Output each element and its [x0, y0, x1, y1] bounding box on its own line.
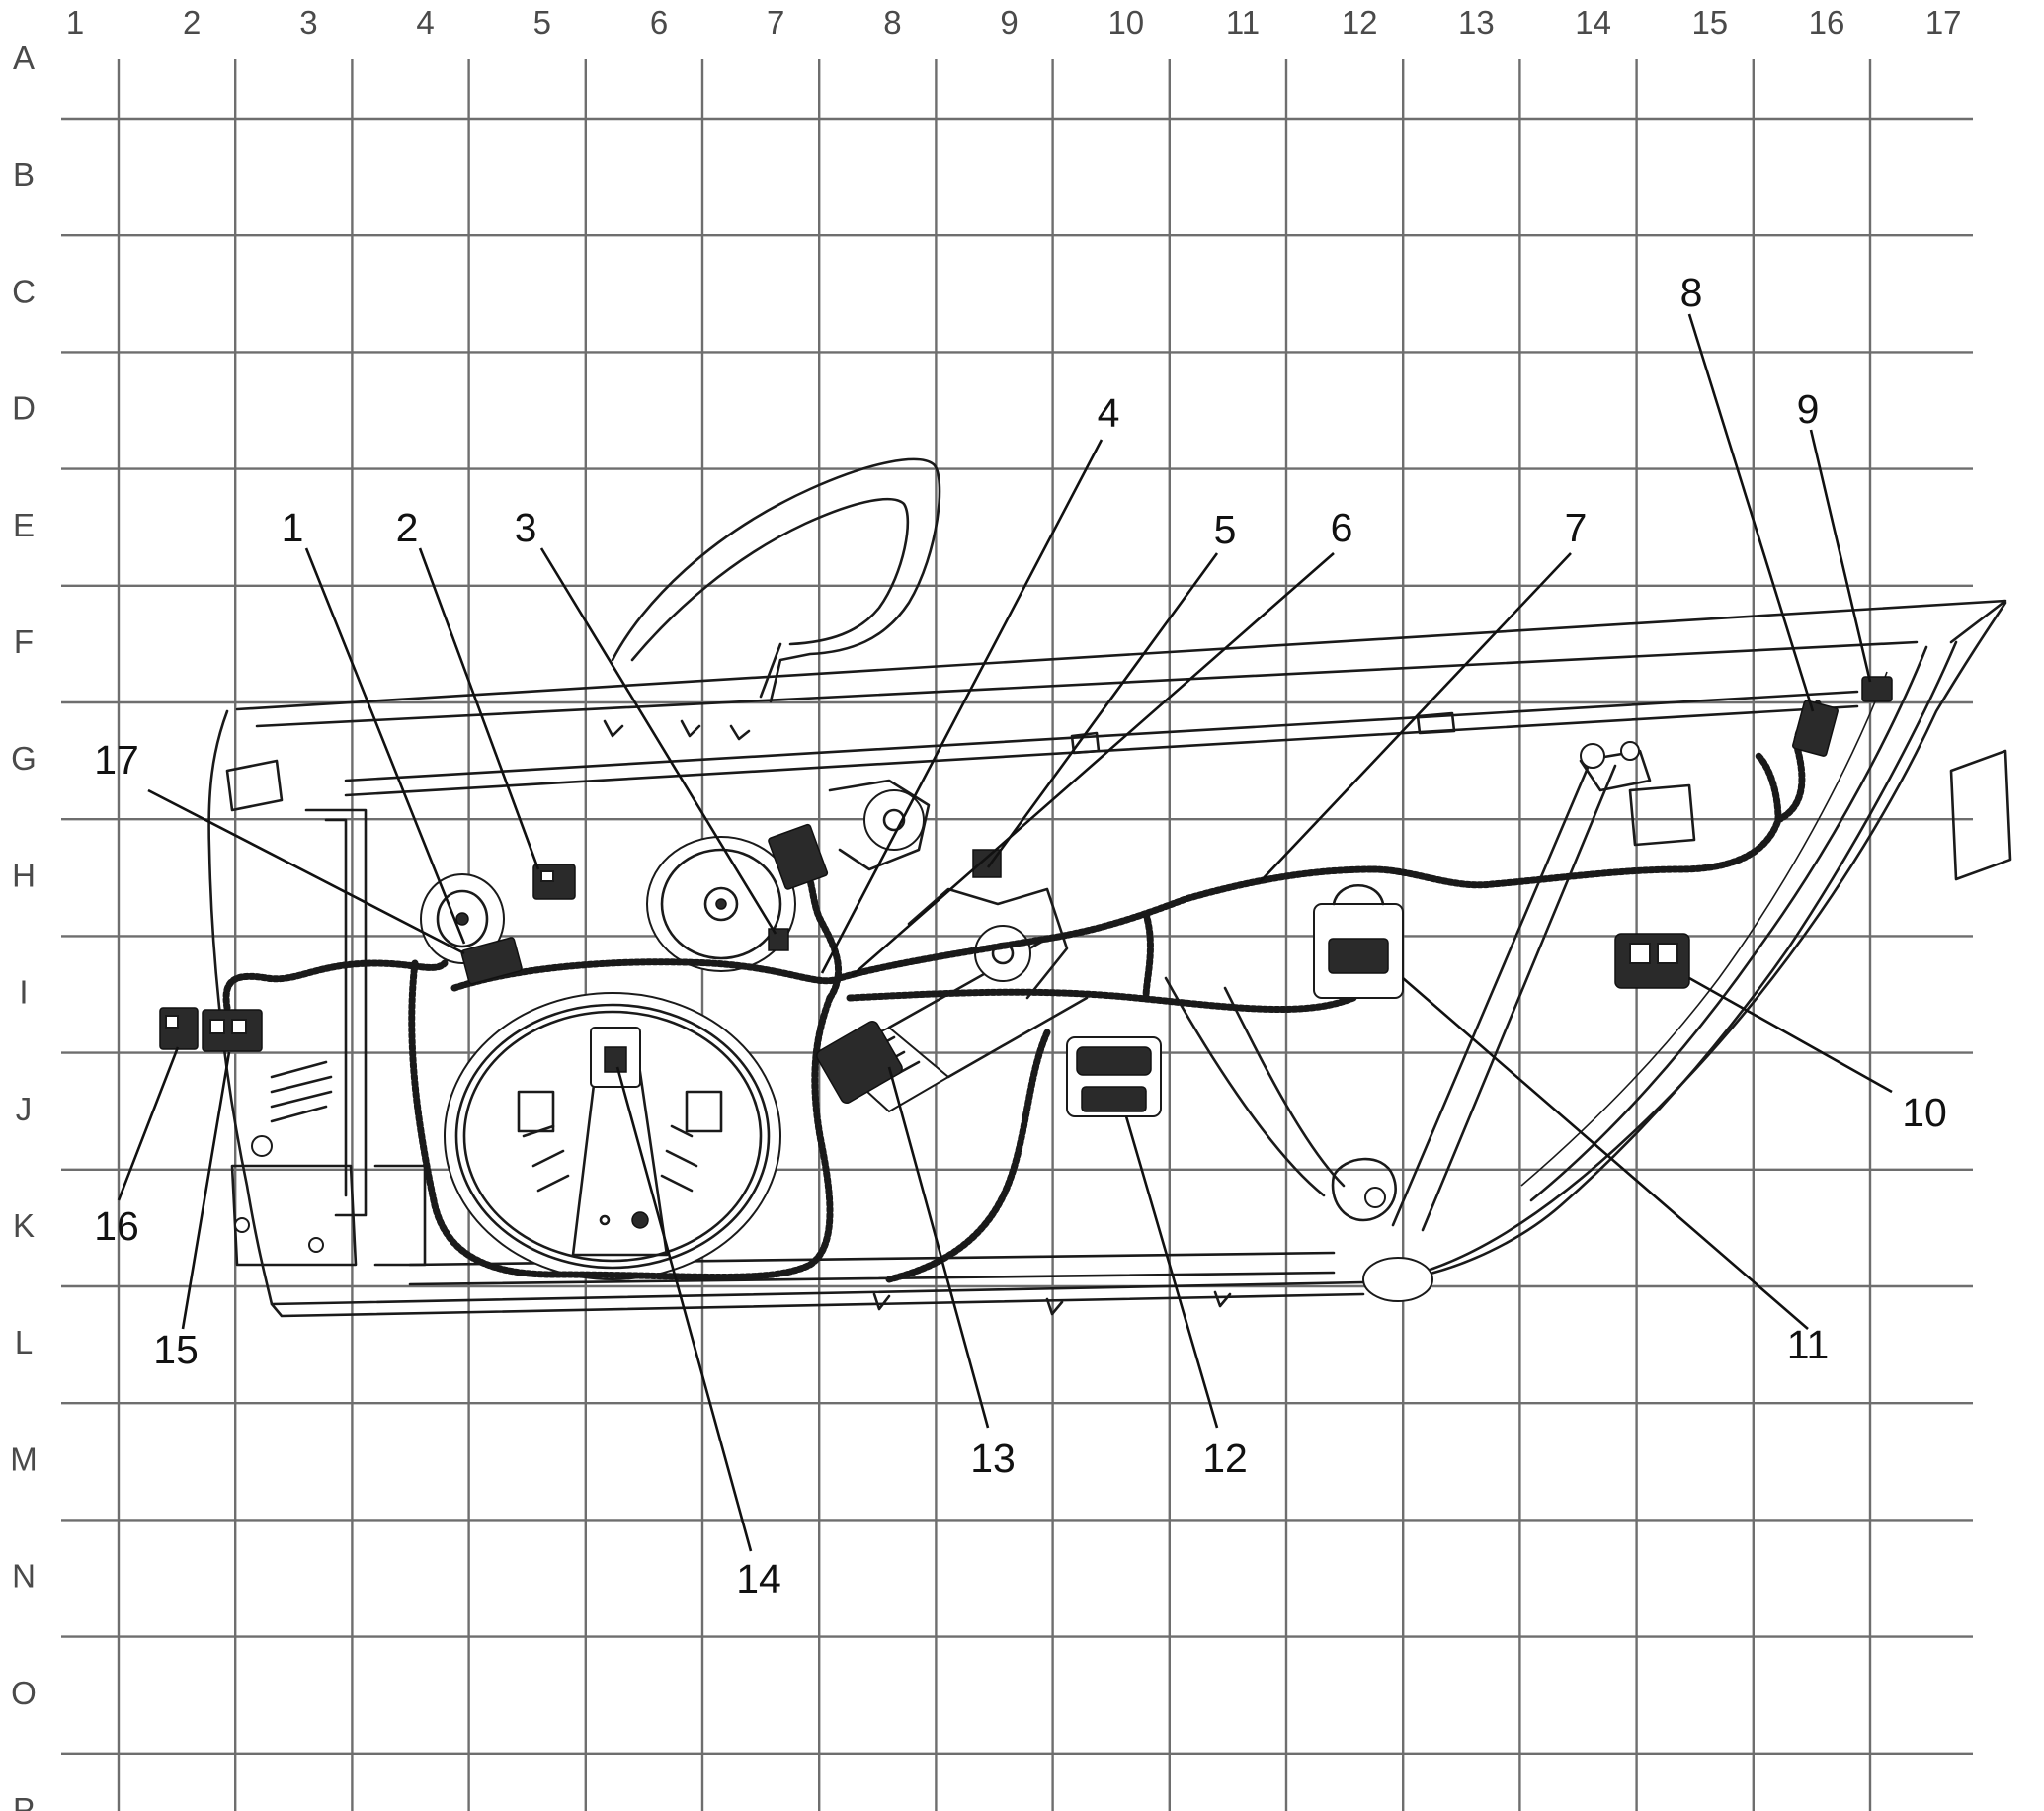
grid-column-label: 1 — [66, 4, 84, 41]
grid-row-label: F — [14, 623, 34, 660]
grid-row-label: A — [13, 40, 35, 76]
callout-3: 3 — [515, 505, 537, 550]
side-mirror — [611, 457, 941, 703]
callout-12: 12 — [1202, 1436, 1248, 1481]
grid-row-label: M — [10, 1441, 38, 1477]
callout-11: 11 — [1787, 1322, 1830, 1367]
callout-labels: 1 2 3 4 5 6 7 8 9 10 11 12 13 14 15 16 1… — [94, 270, 1947, 1602]
grid-row-label: N — [12, 1558, 36, 1595]
callout-10: 10 — [1902, 1090, 1947, 1135]
callout-8: 8 — [1680, 270, 1703, 315]
callout-13: 13 — [970, 1436, 1016, 1481]
door-illustration — [159, 457, 2012, 1318]
callout-5: 5 — [1214, 507, 1237, 552]
grid-column-label: 7 — [767, 4, 784, 41]
callout-17: 17 — [94, 737, 139, 782]
grid-row-label: D — [12, 390, 36, 427]
grid-column-label: 4 — [416, 4, 434, 41]
wiring-harness — [222, 700, 1822, 1283]
grid-column-label: 8 — [883, 4, 901, 41]
grid-column-label: 17 — [1925, 4, 1962, 41]
callout-14: 14 — [736, 1556, 781, 1602]
connectors — [159, 676, 1893, 1117]
callout-1: 1 — [282, 505, 304, 550]
grid-row-label: H — [12, 857, 36, 893]
grid-column-label: 9 — [1000, 4, 1018, 41]
callout-6: 6 — [1331, 505, 1353, 550]
door-panel-outline — [207, 599, 2007, 1318]
callout-9: 9 — [1797, 386, 1820, 432]
grid-row-label: C — [12, 273, 36, 309]
callout-7: 7 — [1565, 505, 1588, 550]
grid-row-label: I — [19, 974, 28, 1011]
window-regulator — [1164, 741, 1652, 1232]
grid-column-label: 13 — [1458, 4, 1495, 41]
grid-column-label: 11 — [1226, 4, 1260, 41]
grid-row-label: P — [13, 1791, 35, 1811]
grid-row-label: L — [15, 1324, 33, 1360]
callout-2: 2 — [396, 505, 419, 550]
grid-column-label: 3 — [299, 4, 317, 41]
grid-column-label: 16 — [1809, 4, 1845, 41]
grid-column-label: 14 — [1575, 4, 1611, 41]
grid-row-label: E — [13, 507, 35, 543]
grid-column-label: 6 — [650, 4, 668, 41]
grid-column-label: 5 — [533, 4, 551, 41]
fasteners — [603, 711, 2012, 1316]
grid-row-label: B — [13, 156, 35, 193]
callout-15: 15 — [153, 1327, 199, 1372]
grid-row-label: O — [11, 1675, 37, 1711]
grid-row-label: K — [13, 1207, 35, 1244]
callout-4: 4 — [1098, 390, 1120, 436]
grid-column-label: 15 — [1691, 4, 1728, 41]
grid-row-label: J — [16, 1091, 33, 1127]
callout-16: 16 — [94, 1203, 139, 1249]
grid-column-label: 2 — [183, 4, 201, 41]
grid-column-label: 10 — [1107, 4, 1144, 41]
door-latch-assembly — [225, 759, 427, 1267]
door-speaker — [444, 992, 781, 1280]
grid-row-labels: A B C D E F G H I J K L M N O P — [10, 40, 38, 1811]
grid-column-label: 12 — [1342, 4, 1378, 41]
tweeter-speaker — [646, 836, 796, 972]
leader-lines — [117, 313, 1893, 1552]
grid-row-label: G — [11, 740, 37, 777]
